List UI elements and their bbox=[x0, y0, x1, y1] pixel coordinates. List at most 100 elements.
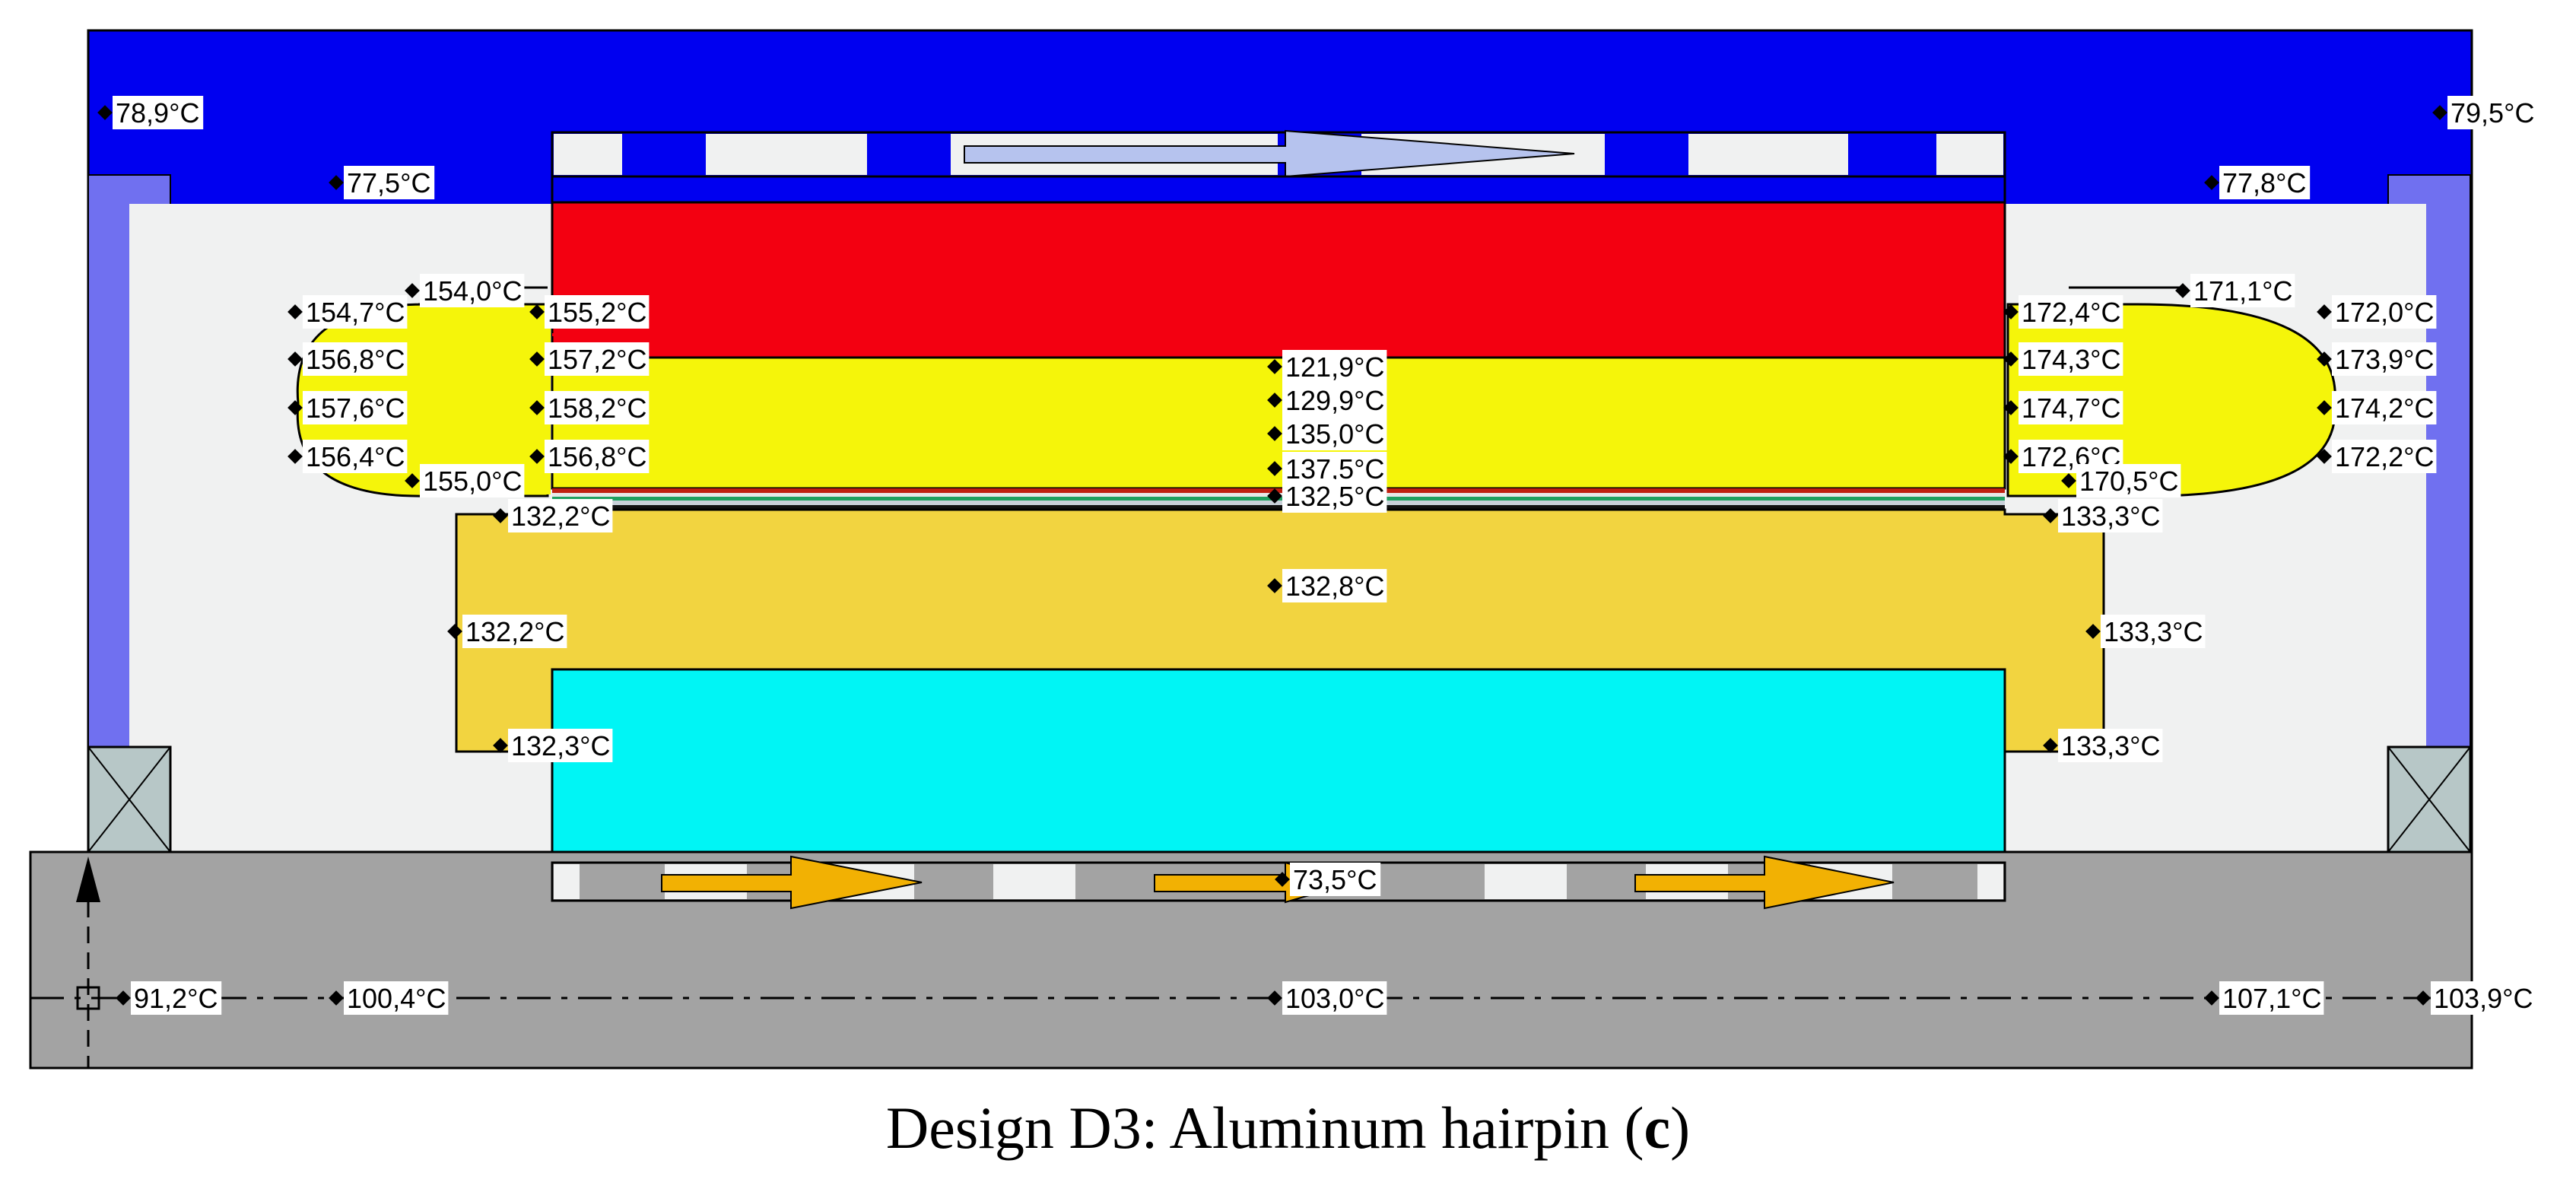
node-marker bbox=[1267, 359, 1282, 374]
temperature-node: 132,8°C bbox=[1267, 569, 1387, 602]
temperature-label: 132,2°C bbox=[511, 501, 610, 532]
node-marker bbox=[287, 351, 303, 367]
temperature-node: 174,7°C bbox=[2003, 391, 2123, 424]
temperature-label: 156,8°C bbox=[306, 344, 405, 375]
label-background bbox=[2332, 391, 2437, 424]
node-marker bbox=[529, 304, 545, 319]
coolant-flow-arrow-bottom-3 bbox=[1634, 855, 1895, 910]
temperature-label: 132,8°C bbox=[1285, 571, 1384, 602]
label-background bbox=[420, 274, 525, 307]
temperature-node: 154,0°C bbox=[405, 274, 525, 307]
label-background bbox=[2447, 96, 2539, 129]
node-marker bbox=[2043, 738, 2058, 753]
caption-letter: c bbox=[1644, 1095, 1671, 1161]
label-background bbox=[1282, 479, 1387, 513]
temperature-label: 133,3°C bbox=[2061, 730, 2160, 761]
temperature-label: 154,0°C bbox=[423, 275, 522, 307]
node-marker bbox=[287, 400, 303, 415]
label-background bbox=[2019, 295, 2123, 329]
caption-text: Design D3: Aluminum hairpin ( bbox=[885, 1095, 1644, 1161]
label-background bbox=[303, 391, 408, 424]
label-background bbox=[2431, 981, 2536, 1015]
temperature-node: 132,5°C bbox=[1267, 479, 1387, 513]
label-background bbox=[344, 166, 435, 199]
temperature-label: 133,3°C bbox=[2104, 616, 2203, 647]
label-background bbox=[2019, 391, 2123, 424]
temperature-node: 133,3°C bbox=[2043, 729, 2163, 762]
temperature-label: 156,8°C bbox=[548, 441, 646, 472]
node-marker bbox=[97, 105, 113, 120]
temperature-label: 132,3°C bbox=[511, 730, 610, 761]
node-marker bbox=[493, 738, 508, 753]
bearing-left bbox=[87, 745, 172, 853]
axis-arrow-icon bbox=[76, 857, 100, 902]
temperature-label: 77,5°C bbox=[347, 167, 430, 199]
label-background bbox=[2219, 166, 2311, 199]
temperature-node: 133,3°C bbox=[2043, 499, 2163, 532]
rotor-core bbox=[551, 668, 2006, 853]
label-background bbox=[2058, 499, 2163, 532]
rotor-duct-8 bbox=[1977, 864, 2003, 899]
node-marker bbox=[2317, 449, 2332, 464]
temperature-node: 154,7°C bbox=[287, 295, 408, 329]
caption-close: ) bbox=[1670, 1095, 1691, 1161]
temperature-node: 78,9°C bbox=[97, 96, 204, 129]
duct-1 bbox=[554, 134, 622, 175]
node-marker bbox=[2043, 508, 2058, 523]
end-winding-left-fill bbox=[426, 306, 551, 494]
node-marker bbox=[2204, 990, 2219, 1006]
label-background bbox=[508, 499, 613, 532]
label-background bbox=[462, 615, 567, 648]
duct-7 bbox=[1936, 134, 2003, 175]
temperature-label: 174,2°C bbox=[2335, 393, 2434, 424]
node-marker bbox=[287, 449, 303, 464]
label-background bbox=[1282, 569, 1387, 602]
node-marker bbox=[405, 283, 420, 298]
label-background bbox=[1282, 981, 1387, 1015]
temperature-labels: 78,9°C 79,5°C 77,5°C 77,8°C 154,0°C 154,7°C 15… bbox=[97, 96, 2539, 1015]
temperature-label: 129,9°C bbox=[1285, 385, 1384, 416]
temperature-label: 78,9°C bbox=[116, 97, 199, 129]
temperature-label: 79,5°C bbox=[2451, 97, 2534, 129]
node-marker bbox=[1267, 488, 1282, 504]
temperature-label: 107,1°C bbox=[2222, 983, 2321, 1014]
temperature-node: 172,2°C bbox=[2317, 440, 2437, 473]
temperature-node: 73,5°C bbox=[1275, 863, 1381, 896]
node-marker bbox=[2432, 105, 2447, 120]
duct-6 bbox=[1688, 134, 1848, 175]
node-marker bbox=[1267, 461, 1282, 476]
temperature-label: 158,2°C bbox=[548, 393, 646, 424]
node-marker bbox=[529, 400, 545, 415]
temperature-label: 156,4°C bbox=[306, 441, 405, 472]
node-marker bbox=[287, 304, 303, 319]
label-background bbox=[1282, 417, 1387, 450]
temperature-node: 156,4°C bbox=[287, 440, 408, 473]
node-marker bbox=[529, 351, 545, 367]
temperature-label: 103,0°C bbox=[1285, 983, 1384, 1014]
label-background bbox=[545, 391, 650, 424]
temperature-node: 172,4°C bbox=[2003, 295, 2123, 329]
temperature-label: 100,4°C bbox=[347, 983, 446, 1014]
node-marker bbox=[1275, 872, 1290, 887]
node-marker bbox=[2317, 351, 2332, 367]
node-marker bbox=[2003, 304, 2019, 319]
temperature-node: 77,8°C bbox=[2204, 166, 2311, 199]
node-marker bbox=[1267, 393, 1282, 408]
temperature-node: 132,3°C bbox=[493, 729, 613, 762]
label-background bbox=[545, 342, 650, 376]
label-background bbox=[2332, 440, 2437, 473]
node-marker bbox=[405, 473, 420, 488]
temperature-label: 174,3°C bbox=[2022, 344, 2120, 375]
temperature-label: 172,0°C bbox=[2335, 297, 2434, 328]
temperature-node: 171,1°C bbox=[2175, 274, 2295, 307]
node-marker bbox=[2085, 624, 2101, 639]
label-background bbox=[303, 342, 408, 376]
node-marker bbox=[116, 990, 131, 1006]
temperature-label: 103,9°C bbox=[2434, 983, 2533, 1014]
label-background bbox=[1290, 863, 1381, 896]
temperature-label: 157,2°C bbox=[548, 344, 646, 375]
temperature-node: 79,5°C bbox=[2432, 96, 2539, 129]
temperature-label: 172,2°C bbox=[2335, 441, 2434, 472]
node-marker bbox=[329, 175, 344, 190]
